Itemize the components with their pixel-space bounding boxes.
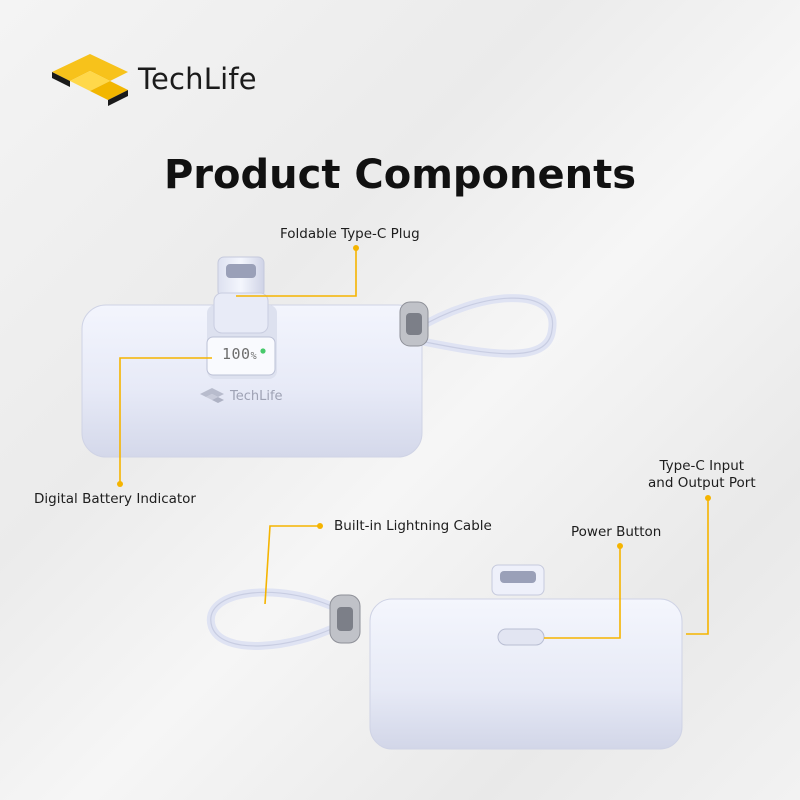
callout-power-button: Power Button	[571, 524, 662, 540]
leader-power-button	[544, 546, 621, 639]
callout-foldable-plug: Foldable Type-C Plug	[280, 226, 420, 242]
battery-display-readout: 100%	[222, 345, 258, 363]
callout-battery-indicator: Digital Battery Indicator	[34, 491, 196, 507]
callout-port: Type-C Input and Output Port	[648, 458, 756, 492]
brand-name: TechLife	[138, 62, 257, 96]
power-bank-back-view	[206, 564, 683, 750]
leader-battery-indicator	[119, 357, 212, 484]
leader-lightning-cable	[264, 525, 320, 605]
page-title: Product Components	[163, 152, 637, 198]
power-bank-front-view	[81, 256, 557, 458]
callout-port-line2: and Output Port	[648, 475, 756, 491]
leader-foldable-plug	[236, 248, 357, 297]
callout-lightning-cable: Built-in Lightning Cable	[334, 518, 492, 534]
techlife-logo-icon	[52, 54, 128, 106]
device-logo-text: TechLife	[230, 389, 283, 404]
callout-port-line1: Type-C Input	[659, 458, 745, 474]
leader-port	[686, 498, 709, 635]
